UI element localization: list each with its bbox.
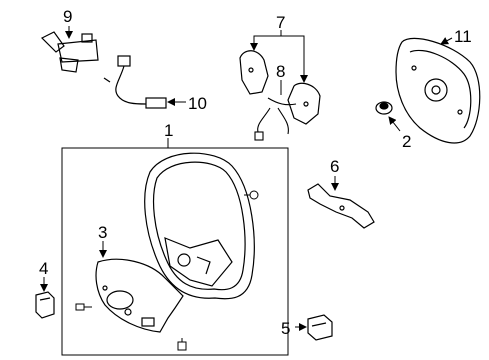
steering-wheel-icon [144,152,255,300]
cover-screw-icon [75,303,187,351]
spoke-switch-icon [239,50,321,125]
leader-11 [440,37,453,45]
small-switch-icon [307,314,333,341]
wheel-screw-icon [244,190,259,200]
combination-switch-icon [40,31,99,73]
leader-7b [281,35,308,83]
leader-2 [388,116,401,132]
wire-harness-icon [254,97,297,141]
callout-3: 3 [98,223,107,242]
callout-6: 6 [330,157,339,176]
nut-icon [375,101,393,115]
callout-2: 2 [402,132,411,151]
callout-9: 9 [63,7,72,26]
switch-clip-icon [35,291,55,319]
callout-4: 4 [39,259,48,278]
callout-8: 8 [276,62,285,81]
leader-7a [250,30,282,51]
airbag-module-icon [395,37,481,144]
callout-7: 7 [276,13,285,32]
callout-10: 10 [188,94,207,113]
cable-connector-icon [103,55,167,109]
callout-11: 11 [454,27,472,46]
leader-lines [40,26,453,331]
callout-5: 5 [281,319,290,338]
bracket-icon [307,183,375,229]
callout-1: 1 [164,121,173,140]
lower-cover-icon [95,258,184,333]
assembly-box [61,147,289,356]
